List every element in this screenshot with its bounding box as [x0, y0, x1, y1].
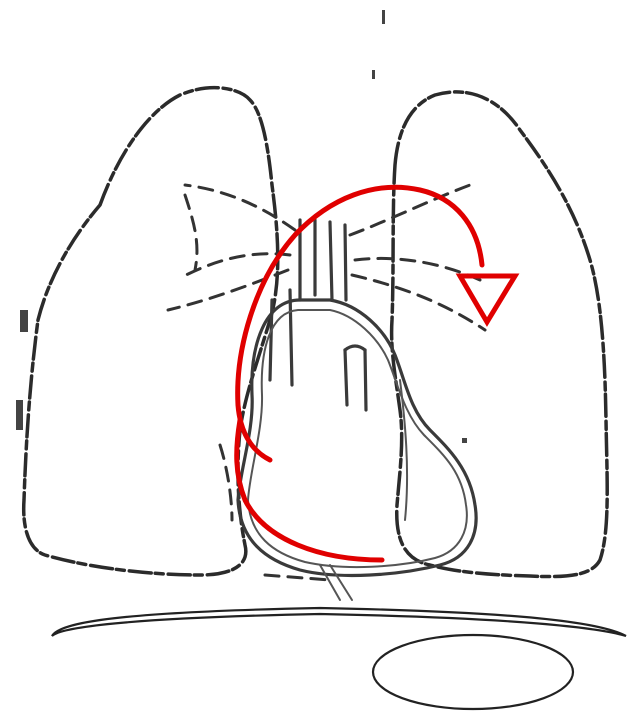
ellipse-shape [373, 635, 573, 709]
arrowhead-icon [460, 276, 515, 322]
right-lung-outline [392, 92, 608, 577]
bronchial-branches [168, 185, 485, 580]
table-outline [52, 608, 626, 636]
